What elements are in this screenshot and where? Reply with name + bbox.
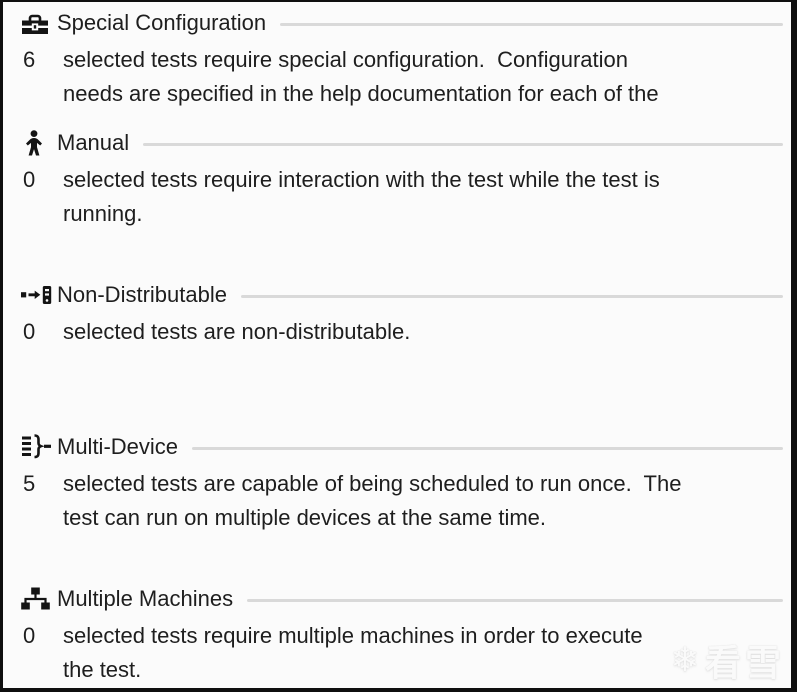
description-line: selected tests require interaction with … [63,167,660,192]
section-title: Manual [57,130,130,155]
section-body: 0 selected tests are non-distributable. [21,315,783,349]
section-body: 5 selected tests are capable of being sc… [21,467,783,534]
section-description: selected tests require special configura… [63,43,783,110]
network-hierarchy-icon [21,586,53,613]
section-non-distributable: Non-Distributable 0 selected tests are n… [21,278,783,349]
description-line: test can run on multiple devices at the … [63,504,547,530]
section-title: Multi-Device [57,434,179,459]
description-line: needs are specified in the help document… [63,80,659,106]
section-multi-device: Multi-Device 5 selected tests are capabl… [21,430,783,534]
section-description: selected tests are non-distributable. [63,315,783,349]
section-header: Special Configuration [21,6,783,40]
description-line: selected tests are capable of being sche… [63,471,682,496]
section-description: selected tests require interaction with … [63,163,783,230]
person-icon [21,129,53,157]
description-line: running. [63,200,143,226]
section-manual: Manual 0 selected tests require interact… [21,126,783,230]
section-title: Multiple Machines [57,586,234,611]
toolbox-icon [21,10,53,37]
test-count: 0 [23,623,36,648]
list-brace-icon [22,434,51,459]
separator-line [240,294,783,298]
description-line: selected tests require multiple machines… [63,623,643,648]
section-header: Multi-Device [21,430,783,464]
section-body: 6 selected tests require special configu… [21,43,783,110]
device-transfer-icon [21,282,53,308]
description-line: selected tests require special configura… [63,47,628,72]
section-body: 0 selected tests require multiple machin… [21,619,783,686]
test-count: 0 [23,319,36,344]
section-description: selected tests require multiple machines… [63,619,783,686]
test-count: 5 [23,471,36,496]
section-special-configuration: Special Configuration 6 selected tests r… [21,6,783,110]
section-header: Non-Distributable [21,278,783,312]
section-body: 0 selected tests require interaction wit… [21,163,783,230]
section-header: Manual [21,126,783,160]
section-title: Non-Distributable [57,282,227,307]
separator-line [247,598,783,602]
section-multiple-machines: Multiple Machines 0 selected tests requi… [21,582,783,686]
test-count: 0 [23,167,36,192]
separator-line [143,142,783,146]
section-header: Multiple Machines [21,582,783,616]
section-title: Special Configuration [57,10,267,35]
description-line: selected tests are non-distributable. [63,319,411,344]
test-count: 6 [23,47,36,72]
separator-line [192,446,783,450]
section-description: selected tests are capable of being sche… [63,467,783,534]
description-line: the test. [63,656,142,682]
separator-line [280,22,783,26]
